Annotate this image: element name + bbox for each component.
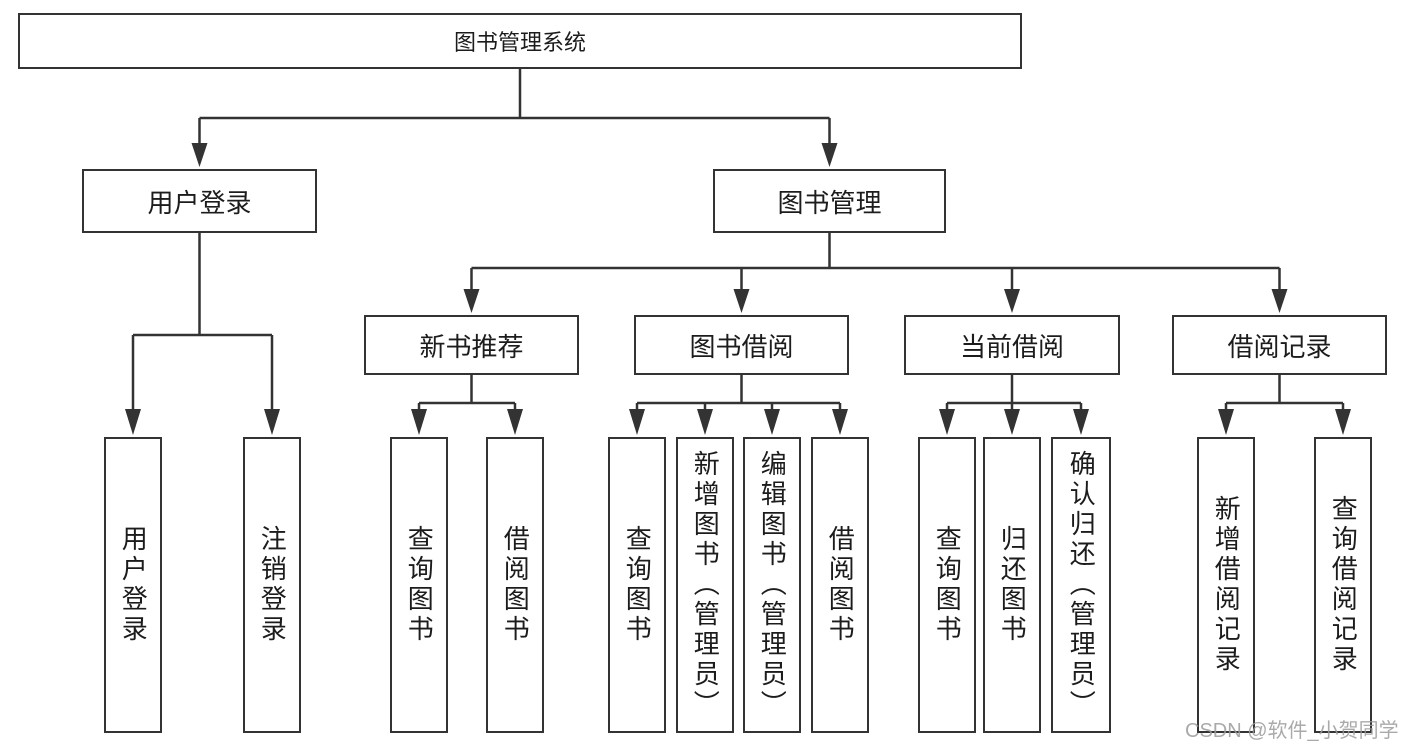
node-label: 注销登录: [257, 525, 288, 645]
arrowhead: [1335, 409, 1351, 435]
node-book-management: 图书管理: [713, 169, 946, 233]
arrowhead: [1271, 289, 1288, 313]
node-label: 新增图书（管理员）: [690, 450, 721, 720]
csdn-watermark: CSDN @软件_小贺同学: [1185, 720, 1399, 742]
arrowhead: [764, 409, 780, 435]
leaf-rec-query-books: 查询图书: [390, 437, 448, 733]
connector-root-to-level2: [191, 69, 838, 167]
node-label: 新增借阅记录: [1211, 495, 1242, 675]
arrowhead: [697, 409, 713, 435]
connector-new-rec-children: [411, 375, 523, 435]
connector-book-borrow-children: [629, 375, 848, 435]
leaf-borrow-books: 借阅图书: [811, 437, 869, 733]
connector-book-mgmt-to-level3: [463, 233, 1288, 313]
node-label: 查询图书: [932, 525, 963, 645]
node-borrow-records: 借阅记录: [1172, 315, 1387, 375]
arrowhead: [1004, 289, 1020, 313]
node-current-borrow: 当前借阅: [904, 315, 1120, 375]
node-label: 用户登录: [118, 525, 149, 645]
arrowhead: [125, 409, 141, 435]
node-new-book-recommend: 新书推荐: [364, 315, 579, 375]
arrowhead: [939, 409, 955, 435]
arrowhead: [411, 409, 427, 435]
arrowhead: [264, 409, 280, 435]
node-label: 借阅图书: [500, 525, 531, 645]
leaf-confirm-return-admin: 确认归还（管理员）: [1051, 437, 1111, 733]
node-user-login: 用户登录: [82, 169, 317, 233]
node-label: 图书借阅: [689, 331, 794, 362]
node-label: 当前借阅: [959, 331, 1064, 362]
leaf-rec-borrow-books: 借阅图书: [486, 437, 544, 733]
arrowhead: [191, 143, 208, 167]
leaf-query-borrow-record: 查询借阅记录: [1314, 437, 1372, 733]
connector-user-login-children: [125, 233, 280, 435]
node-label: 借阅图书: [825, 525, 856, 645]
node-label: 编辑图书（管理员）: [757, 450, 788, 720]
node-label: 用户登录: [147, 187, 252, 218]
arrowhead: [733, 289, 750, 313]
arrowhead: [1004, 409, 1020, 435]
node-label: 确认归还（管理员）: [1066, 450, 1097, 720]
leaf-add-borrow-record: 新增借阅记录: [1197, 437, 1255, 733]
node-label: 查询图书: [404, 525, 435, 645]
leaf-edit-books-admin: 编辑图书（管理员）: [743, 437, 801, 733]
leaf-current-query-books: 查询图书: [918, 437, 976, 733]
arrowhead: [1218, 409, 1234, 435]
arrowhead: [463, 289, 480, 313]
arrowhead: [832, 409, 848, 435]
leaf-user-login: 用户登录: [104, 437, 162, 733]
leaf-logout: 注销登录: [243, 437, 301, 733]
node-label: 查询图书: [622, 525, 653, 645]
arrowhead: [629, 409, 645, 435]
arrowhead: [507, 409, 523, 435]
node-root-library-system: 图书管理系统: [18, 13, 1022, 69]
leaf-return-books: 归还图书: [983, 437, 1041, 733]
arrowhead: [821, 143, 838, 167]
connector-current-borrow-children: [939, 375, 1089, 435]
leaf-borrow-query-books: 查询图书: [608, 437, 666, 733]
arrowhead: [1073, 409, 1089, 435]
node-label: 图书管理: [777, 187, 882, 218]
node-book-borrow: 图书借阅: [634, 315, 849, 375]
leaf-add-books-admin: 新增图书（管理员）: [676, 437, 734, 733]
connector-records-children: [1218, 375, 1351, 435]
node-label: 归还图书: [997, 525, 1028, 645]
node-label: 图书管理系统: [453, 30, 586, 55]
node-label: 借阅记录: [1227, 331, 1332, 362]
node-label: 查询借阅记录: [1328, 495, 1359, 675]
node-label: 新书推荐: [419, 331, 524, 362]
